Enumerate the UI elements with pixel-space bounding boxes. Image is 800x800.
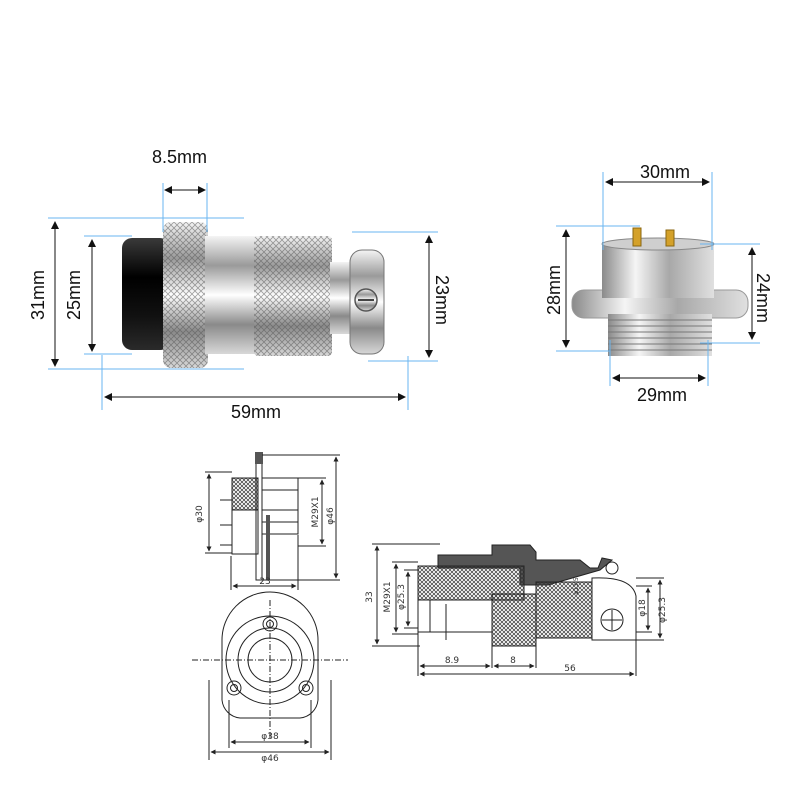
plug-side-dia25-right: φ25.3 <box>658 597 668 623</box>
plug-side-len8: 8 <box>510 656 516 666</box>
socket-side-dia46: φ46 <box>326 507 336 525</box>
socket-body <box>602 242 714 298</box>
plug-photo <box>122 222 385 368</box>
socket-side-dia30: φ30 <box>195 505 205 523</box>
plug-side-dia18: φ18 <box>638 599 648 617</box>
plug-outer-dia-label: 31mm <box>28 270 48 320</box>
socket-height-left-label: 28mm <box>544 265 564 315</box>
plug-inner-dia-label: 25mm <box>64 270 84 320</box>
plug-extension-lines <box>48 183 438 410</box>
socket-dimension-labels: 30mm 28mm 24mm 29mm <box>544 162 773 405</box>
socket-side-thread: M29X1 <box>311 496 321 527</box>
socket-top-width-label: 30mm <box>640 162 690 182</box>
socket-thread <box>608 314 712 356</box>
plug-dimension-labels: 8.5mm 31mm 25mm 23mm 59mm <box>28 147 452 422</box>
drawing-socket-front: φ38 φ46 <box>192 591 348 764</box>
plug-side-len56: 56 <box>564 664 576 674</box>
socket-photo <box>571 227 749 356</box>
socket-bottom-width-label: 29mm <box>637 385 687 405</box>
plug-side-dia13-5: φ13.5 <box>573 577 580 595</box>
socket-height-right-label: 24mm <box>753 273 773 323</box>
plug-smooth-body <box>205 236 257 354</box>
plug-rear-dia-label: 23mm <box>432 275 452 325</box>
plug-side-dia25-left: φ25.3 <box>397 584 407 610</box>
plug-side-len8-9: 8.9 <box>445 656 460 666</box>
plug-length-label: 59mm <box>231 402 281 422</box>
socket-extension-lines <box>556 172 760 386</box>
socket-front-dia46: φ46 <box>261 754 279 764</box>
socket-pin-right <box>665 229 675 247</box>
drawing-plug-side: 33 M29X1 φ25.3 φ13.5 φ18 φ25.3 8.9 8 56 <box>365 543 668 677</box>
plug-side-height33: 33 <box>365 591 375 602</box>
socket-pin-left <box>632 227 642 247</box>
plug-dimension-arrows <box>51 186 433 401</box>
socket-front-dia38: φ38 <box>261 732 279 742</box>
socket-dimension-arrows <box>562 178 756 382</box>
drawing-socket-side: φ30 M29X1 φ46 23 <box>195 452 340 590</box>
plug-black-cap <box>122 238 170 350</box>
plug-side-thread: M29X1 <box>383 581 393 612</box>
plug-top-width-label: 8.5mm <box>152 147 207 167</box>
socket-side-depth: 23 <box>259 577 270 587</box>
